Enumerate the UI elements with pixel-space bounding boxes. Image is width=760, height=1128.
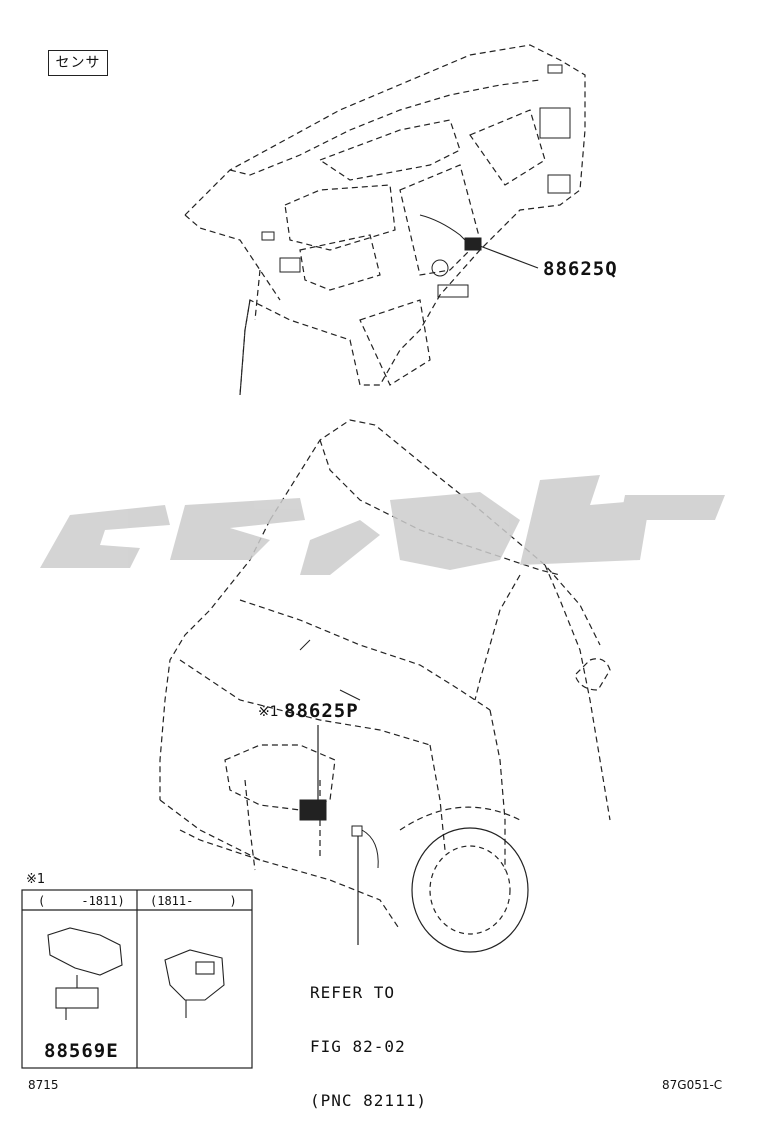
leader-line-88625Q — [479, 245, 539, 269]
part-number-88569E[interactable]: 88569E — [44, 1040, 119, 1062]
note-marker: ※1 — [258, 704, 279, 720]
watermark-logo — [40, 475, 725, 575]
section-label-box: センサ — [48, 50, 108, 76]
section-label: センサ — [55, 55, 101, 71]
inset-col1-header: ( -1811) — [38, 894, 125, 908]
inset-marker: ※1 — [26, 872, 46, 887]
refer-note[interactable]: REFER TO FIG 82-02 (PNC 82111) — [310, 948, 427, 1128]
refer-line-2: FIG 82-02 — [310, 1037, 406, 1056]
inset-col2-header: (1811- ) — [150, 894, 237, 908]
inset-connector-new — [164, 949, 225, 1018]
part-number-88625Q[interactable]: 88625Q — [543, 258, 618, 280]
inset-table-frame — [21, 889, 253, 1069]
refer-line-3: (PNC 82111) — [310, 1091, 427, 1110]
part-number-88625P[interactable]: 88625P — [284, 700, 359, 722]
footer-right-code: 87G051-C — [662, 1078, 723, 1092]
wheel-drawing — [399, 806, 529, 953]
footer-left-code: 8715 — [28, 1078, 59, 1092]
refer-line-1: REFER TO — [310, 983, 396, 1002]
instrument-panel-drawing — [184, 44, 586, 396]
inset-connector-old — [47, 927, 123, 1020]
front-sensor-details — [299, 639, 379, 869]
dashboard-solid-details — [261, 64, 571, 298]
